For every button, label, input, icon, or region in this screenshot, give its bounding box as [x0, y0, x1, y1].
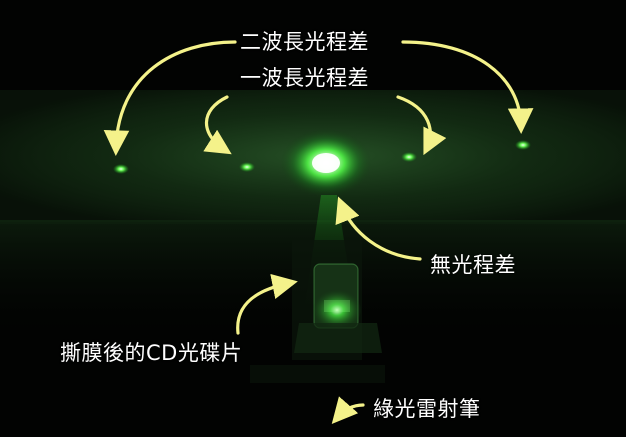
wall-edge — [0, 220, 626, 224]
cd-surface — [324, 300, 350, 312]
second-order-right-spot — [515, 140, 531, 150]
arrow-second-order-right — [401, 40, 534, 134]
zero-order-core — [312, 153, 340, 173]
one-wavelength-label: 一波長光程差 — [240, 66, 369, 90]
laser-pointer-body — [250, 365, 385, 383]
green-laser-pointer-label: 綠光雷射筆 — [373, 397, 481, 421]
arrow-first-order-left — [203, 95, 232, 155]
arrow-cd — [236, 273, 298, 335]
arrow-laser-pointer — [331, 396, 365, 425]
first-order-left-spot — [239, 162, 255, 172]
arrow-second-order-left — [103, 40, 237, 156]
peeled-cd-label: 撕膜後的CD光碟片 — [60, 341, 243, 365]
two-wavelength-label: 二波長光程差 — [240, 30, 369, 54]
first-order-right-spot — [401, 152, 417, 162]
cd-base — [294, 323, 382, 353]
arrow-first-order-right — [396, 95, 447, 156]
second-order-left-spot — [113, 164, 129, 174]
cd-light-spot — [313, 290, 361, 330]
no-path-difference-label: 無光程差 — [430, 253, 516, 277]
arrow-zero-order — [335, 196, 422, 261]
